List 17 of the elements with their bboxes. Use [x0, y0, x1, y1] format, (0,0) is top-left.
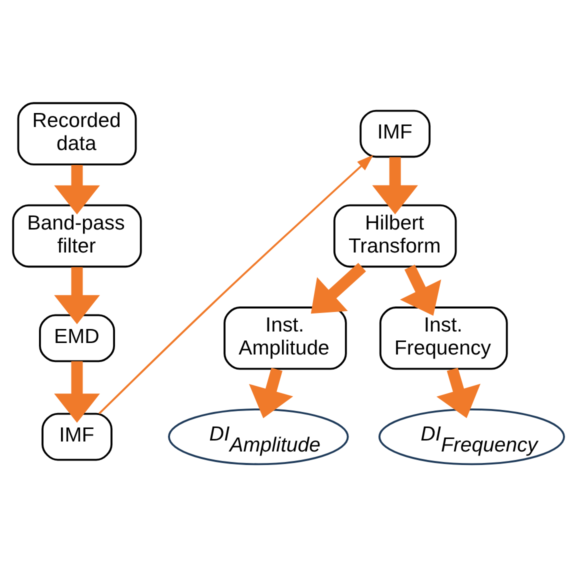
node-box: Hilbert Transform [333, 204, 457, 268]
arrow [98, 154, 374, 414]
arrow [54, 164, 100, 214]
arrow [310, 262, 366, 314]
arrow [54, 361, 100, 423]
node-box: EMD [39, 314, 116, 362]
arrow [400, 264, 442, 316]
node-box: Inst. Amplitude [224, 306, 347, 370]
arrow [54, 267, 100, 324]
arrow [372, 157, 418, 214]
node-box: IMF [42, 412, 112, 461]
arrow [249, 368, 294, 418]
arrow [436, 368, 480, 418]
node-box: Band-pass filter [12, 204, 142, 268]
node-box: IMF [360, 110, 431, 158]
node-box: Inst. Frequency [379, 306, 508, 370]
node-box: Recorded data [17, 102, 137, 166]
